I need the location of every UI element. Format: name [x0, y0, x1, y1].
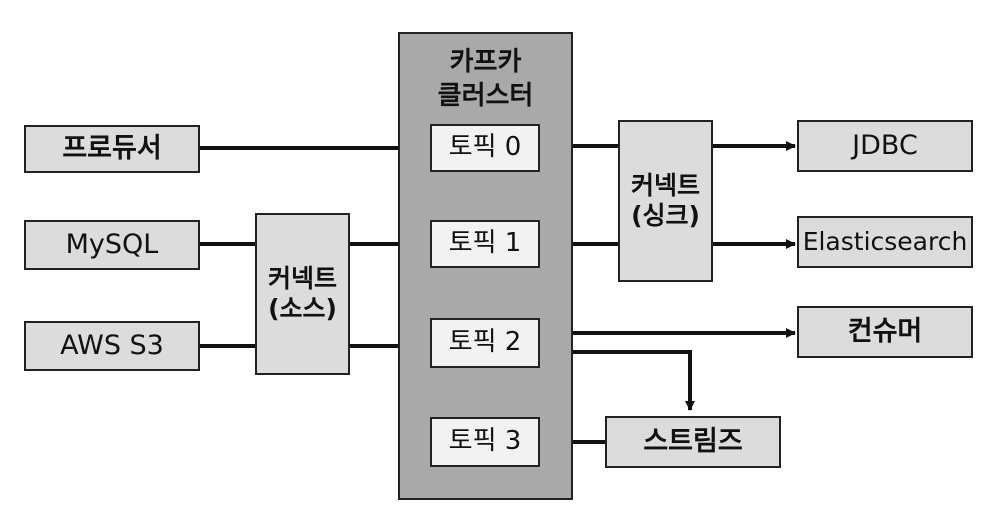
mysql-label: MySQL [65, 228, 159, 260]
sink-connector-subtitle: (싱크) [631, 201, 700, 230]
streams-label: 스트림즈 [643, 425, 743, 457]
topic-2-label: 토픽 2 [448, 327, 522, 358]
source-connector-title: 커넥트 [267, 264, 337, 293]
source-connector-box: 커넥트 (소스) [255, 213, 350, 375]
consumer-label: 컨슈머 [847, 315, 923, 347]
producer-label: 프로듀서 [62, 132, 162, 164]
sink-connector-title: 커넥트 [630, 171, 700, 200]
producer-box: 프로듀서 [24, 125, 200, 173]
arrow-topic-2-to-streams [538, 350, 695, 411]
elasticsearch-label: Elasticsearch [802, 227, 968, 256]
topic-1-label: 토픽 1 [448, 228, 522, 259]
jdbc-label: JDBC [852, 129, 918, 161]
source-connector-subtitle: (소스) [268, 294, 337, 323]
mysql-box: MySQL [24, 220, 200, 270]
topic-3-label: 토픽 3 [448, 426, 522, 457]
topic-0-label: 토픽 0 [448, 132, 522, 163]
topic-0-box: 토픽 0 [430, 124, 540, 172]
cluster-title-line2: 클러스터 [437, 80, 534, 111]
sink-connector-box: 커넥트 (싱크) [618, 120, 713, 282]
topic-2-box: 토픽 2 [430, 318, 540, 368]
consumer-box: 컨슈머 [797, 306, 973, 358]
cluster-title-line1: 카프카 [449, 47, 522, 77]
streams-box: 스트림즈 [605, 416, 781, 468]
aws-s3-label: AWS S3 [60, 329, 164, 361]
topic-3-box: 토픽 3 [430, 417, 540, 467]
topic-1-box: 토픽 1 [430, 220, 540, 268]
aws-s3-box: AWS S3 [24, 321, 200, 371]
elasticsearch-box: Elasticsearch [797, 216, 973, 268]
jdbc-box: JDBC [797, 120, 973, 172]
